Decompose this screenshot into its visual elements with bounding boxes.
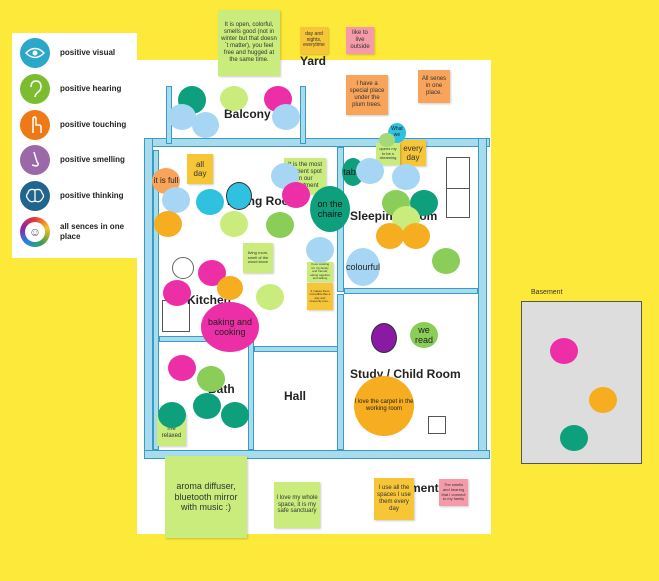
dot-sticker[interactable] xyxy=(163,280,191,306)
wall xyxy=(144,138,490,147)
nose-icon xyxy=(20,145,50,175)
wall xyxy=(300,86,306,144)
dot-sticker[interactable] xyxy=(256,284,284,310)
legend-label: positive hearing xyxy=(60,84,122,93)
sticky-note[interactable]: every day xyxy=(400,140,426,166)
sticky-note[interactable]: opens my to be s dreaming xyxy=(376,143,400,165)
legend-item-all-senses: ☺ all sences in one place xyxy=(20,217,130,247)
dot-sticker[interactable]: we read xyxy=(410,322,438,348)
stove-burner xyxy=(172,257,194,279)
sticky-note[interactable]: all day xyxy=(187,154,213,184)
wardrobe xyxy=(446,188,470,218)
dot-sticker[interactable] xyxy=(379,133,395,147)
dot-sticker[interactable] xyxy=(154,211,182,237)
dot-sticker[interactable] xyxy=(192,112,219,138)
legend-item-smelling: positive smelling xyxy=(20,145,130,175)
dot-sticker[interactable] xyxy=(162,187,190,213)
legend-item-hearing: positive hearing xyxy=(20,74,130,104)
sticky-note[interactable]: It makes them incredible like a day and … xyxy=(307,283,333,310)
legend-item-thinking: positive thinking xyxy=(20,181,130,211)
dot-sticker[interactable] xyxy=(226,182,252,210)
room-label-apartment: ment xyxy=(410,481,439,495)
dot-sticker[interactable] xyxy=(392,164,420,190)
dot-sticker[interactable] xyxy=(220,211,248,237)
sticky-note[interactable]: All senes in one place. xyxy=(418,70,450,103)
dot-sticker[interactable] xyxy=(158,402,186,428)
dot-sticker[interactable]: colourful xyxy=(346,248,380,286)
sticky-note[interactable]: I use all the spaces I use them every da… xyxy=(374,478,414,520)
dot-sticker[interactable] xyxy=(402,223,430,249)
ear-icon xyxy=(20,74,50,104)
dot-sticker[interactable] xyxy=(168,355,196,381)
brain-icon xyxy=(20,181,50,211)
wall xyxy=(344,288,478,294)
legend-label: positive smelling xyxy=(60,155,125,164)
dot-sticker[interactable] xyxy=(197,366,225,392)
wall xyxy=(144,450,490,459)
dot-sticker[interactable]: I love the carpet in the working room xyxy=(354,376,414,436)
dot-sticker[interactable] xyxy=(432,248,460,274)
basement-label: Basement xyxy=(531,289,563,296)
dot-sticker[interactable] xyxy=(560,425,588,451)
dot-sticker[interactable] xyxy=(376,223,404,249)
dot-sticker[interactable]: baking and cooking xyxy=(201,302,259,352)
dot-sticker[interactable] xyxy=(220,86,248,111)
wall xyxy=(478,138,487,458)
wall xyxy=(337,294,344,450)
legend-label: positive thinking xyxy=(60,191,124,200)
sticky-note[interactable]: I love my whole space, it is my safe san… xyxy=(274,482,320,528)
dot-sticker[interactable] xyxy=(196,189,224,215)
hand-icon xyxy=(20,110,50,140)
wardrobe xyxy=(446,157,470,189)
legend-panel: positive visual positive hearing positiv… xyxy=(12,33,137,258)
sticky-note[interactable]: The smells and hearing that I connect to… xyxy=(439,479,468,506)
dot-sticker[interactable] xyxy=(193,393,221,419)
legend-label: positive touching xyxy=(60,120,127,129)
dot-sticker[interactable]: on the chaire xyxy=(310,186,350,232)
eye-icon xyxy=(20,38,50,68)
sticky-note[interactable]: like to live outside xyxy=(346,27,374,54)
sticky-note[interactable]: living room, smell of the wood stove xyxy=(243,243,273,273)
legend-item-visual: positive visual xyxy=(20,38,130,68)
sticky-note[interactable]: I love cooking for my family and friends… xyxy=(307,262,333,282)
legend-label: positive visual xyxy=(60,48,116,57)
room-label-study: Study / Child Room xyxy=(350,367,461,381)
dot-sticker[interactable] xyxy=(306,237,334,263)
dot-sticker[interactable] xyxy=(217,276,243,300)
room-label-hall: Hall xyxy=(284,389,307,403)
chair xyxy=(428,416,446,434)
dot-sticker[interactable] xyxy=(371,323,397,353)
sticky-note[interactable]: It is open, colorful, smells good (not i… xyxy=(218,10,280,76)
dot-sticker[interactable] xyxy=(282,182,310,208)
dot-sticker[interactable] xyxy=(221,402,249,428)
legend-label: all sences in one place xyxy=(60,222,125,241)
dot-sticker[interactable] xyxy=(272,104,300,130)
wall xyxy=(144,138,153,458)
dot-sticker[interactable] xyxy=(266,212,294,238)
dot-sticker[interactable] xyxy=(168,104,196,130)
legend-item-touching: positive touching xyxy=(20,110,130,140)
wall xyxy=(153,150,159,450)
wall xyxy=(248,342,254,450)
sticky-note[interactable]: day and nights, everytime xyxy=(300,27,328,54)
wall xyxy=(254,346,338,352)
dot-sticker[interactable] xyxy=(550,338,578,364)
sticky-note[interactable]: I have a special place under the plum tr… xyxy=(346,75,388,115)
dot-sticker[interactable] xyxy=(356,158,384,184)
dot-sticker[interactable] xyxy=(589,387,617,413)
smile-icon: ☺ xyxy=(20,217,50,247)
sticky-note[interactable]: aroma diffuser, bluetooth mirror with mu… xyxy=(165,456,247,538)
room-label-yard: Yard xyxy=(300,54,327,68)
